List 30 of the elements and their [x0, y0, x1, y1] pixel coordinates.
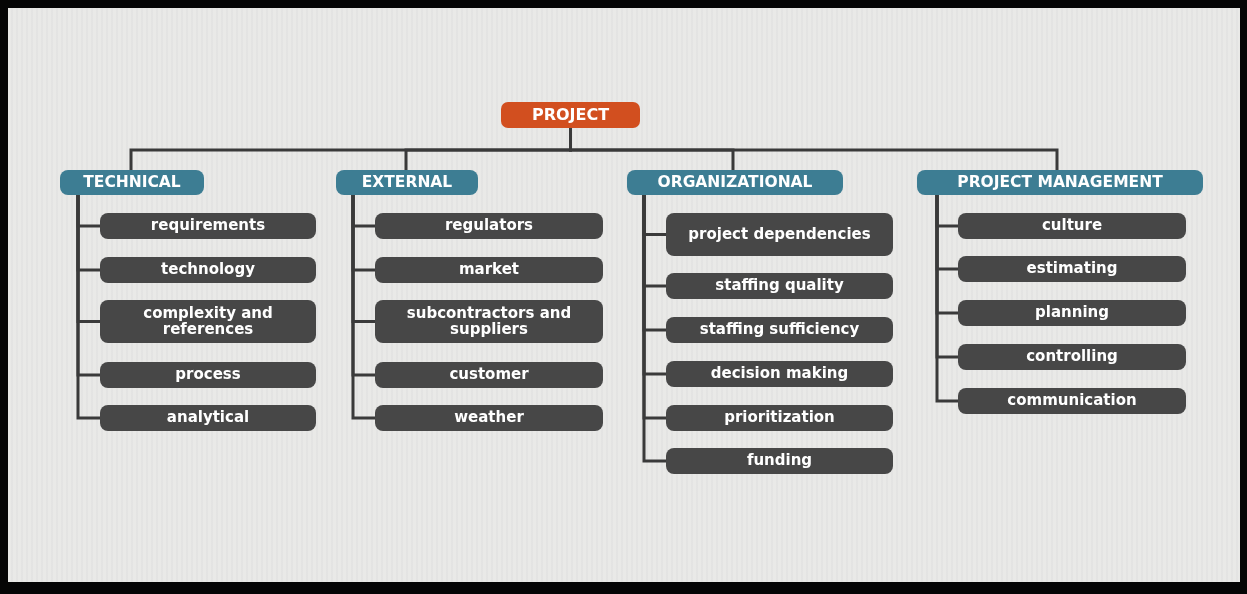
item-label: weather	[375, 405, 603, 431]
item-label: prioritization	[666, 405, 893, 431]
item-label: planning	[958, 300, 1186, 326]
item-label: project dependencies	[666, 213, 893, 256]
root-label: PROJECT	[501, 102, 640, 128]
item-label: culture	[958, 213, 1186, 239]
item-label: funding	[666, 448, 893, 474]
item-label: process	[100, 362, 316, 388]
category-label: PROJECT MANAGEMENT	[917, 170, 1203, 195]
category-label: EXTERNAL	[336, 170, 478, 195]
item-label: staffing quality	[666, 273, 893, 299]
item-label: technology	[100, 257, 316, 283]
item-label: regulators	[375, 213, 603, 239]
item-label: subcontractors and suppliers	[375, 300, 603, 343]
item-label: customer	[375, 362, 603, 388]
category-label: ORGANIZATIONAL	[627, 170, 843, 195]
connector-line	[642, 195, 666, 463]
connector-line	[76, 195, 100, 420]
item-label: analytical	[100, 405, 316, 431]
connector-line	[935, 195, 958, 403]
item-label: decision making	[666, 361, 893, 387]
item-label: requirements	[100, 213, 316, 239]
item-label: communication	[958, 388, 1186, 414]
item-label: estimating	[958, 256, 1186, 282]
category-label: TECHNICAL	[60, 170, 204, 195]
connector-line	[351, 195, 375, 420]
item-label: market	[375, 257, 603, 283]
item-label: complexity and references	[100, 300, 316, 343]
item-label: staffing sufficiency	[666, 317, 893, 343]
item-label: controlling	[958, 344, 1186, 370]
